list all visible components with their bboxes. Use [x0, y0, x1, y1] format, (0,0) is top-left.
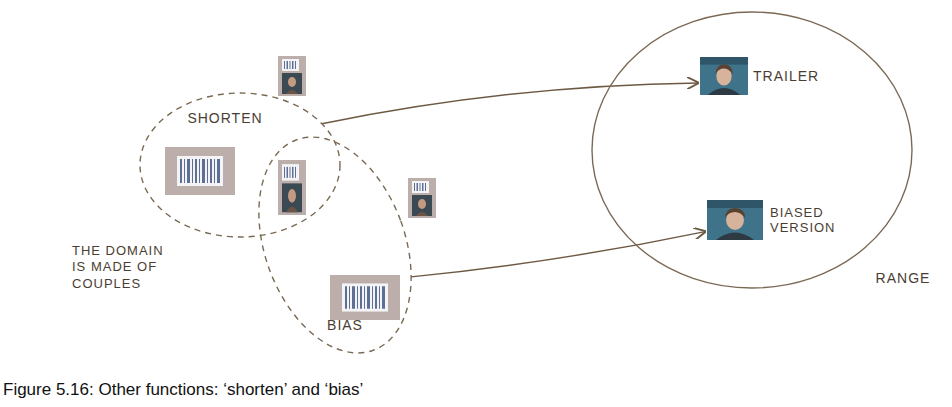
barcode-thumbnail: [330, 275, 400, 320]
media-thumbnail: [408, 178, 436, 218]
domain-set: BIAS: [255, 133, 415, 357]
photo-thumbnail: [700, 57, 748, 95]
photo-thumbnail: [707, 200, 763, 240]
set-label: RANGE: [876, 270, 931, 286]
set-outline: [592, 12, 912, 288]
dashed-outline: [588, 6, 934, 296]
media-thumbnail: [278, 160, 306, 215]
mapping-arrow: [322, 83, 698, 124]
range-set: RANGE TRAILER BIASED VERSION: [588, 6, 934, 296]
item-label: TRAILER: [753, 68, 819, 84]
mapping-arrow: [411, 232, 705, 277]
figure-caption: Figure 5.16: Other functions: ‘shorten’ …: [3, 380, 363, 400]
barcode-thumbnail: [165, 147, 235, 195]
note-text: THE DOMAIN IS MADE OF COUPLES: [72, 243, 176, 292]
set-outline: [231, 116, 439, 374]
domain-set: SHORTEN: [138, 91, 342, 239]
media-thumbnail: [278, 56, 306, 96]
set-label: BIAS: [327, 317, 363, 333]
set-outline: [140, 93, 340, 237]
item-label: BIASED VERSION: [770, 206, 836, 236]
range-item: TRAILER: [698, 55, 826, 97]
range-item: BIASED VERSION: [705, 198, 842, 244]
set-label: SHORTEN: [187, 110, 262, 126]
